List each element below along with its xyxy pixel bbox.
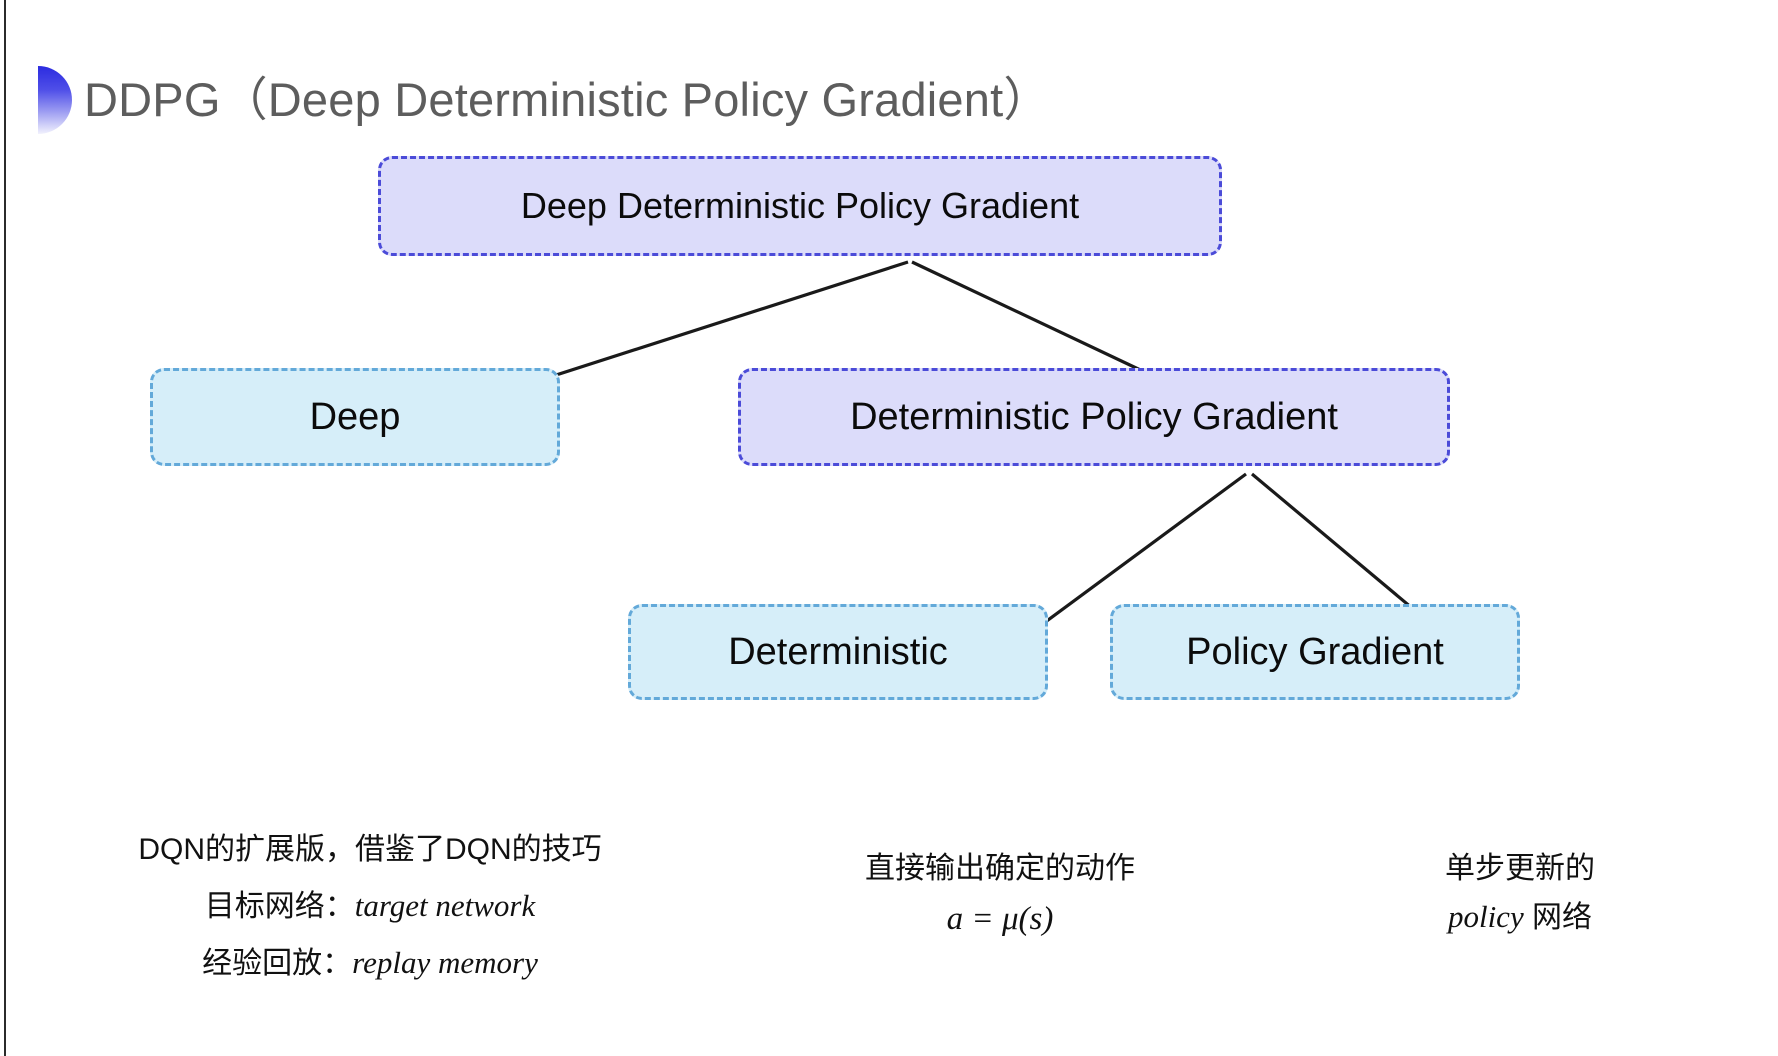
caption-deterministic-line1: 直接输出确定的动作 xyxy=(865,852,1135,885)
node-policy-gradient-label: Policy Gradient xyxy=(1186,631,1444,673)
caption-deep: DQN的扩展版，借鉴了DQN的技巧 目标网络：target network 经验… xyxy=(110,822,630,992)
caption-deep-line2: 目标网络：target network xyxy=(110,878,630,935)
caption-deep-line3-term: replay memory xyxy=(352,945,538,980)
node-deterministic-policy-gradient[interactable]: Deterministic Policy Gradient xyxy=(738,368,1450,466)
caption-policy-gradient-line1: 单步更新的 xyxy=(1445,852,1595,885)
caption-deep-line2-term: target network xyxy=(354,888,536,923)
node-dpg-label: Deterministic Policy Gradient xyxy=(850,396,1338,438)
caption-policy-gradient: 单步更新的 policy 网络 xyxy=(1300,845,1740,942)
node-deterministic-label: Deterministic xyxy=(728,631,948,673)
caption-deep-line1: DQN的扩展版，借鉴了DQN的技巧 xyxy=(138,833,602,866)
node-policy-gradient[interactable]: Policy Gradient xyxy=(1110,604,1520,700)
node-root[interactable]: Deep Deterministic Policy Gradient xyxy=(378,156,1222,256)
caption-deterministic-formula: a = μ(s) xyxy=(946,901,1054,937)
caption-deterministic: 直接输出确定的动作 a = μ(s) xyxy=(700,845,1300,945)
slide-left-edge-rule xyxy=(4,0,6,1056)
node-deep-label: Deep xyxy=(309,396,401,438)
node-root-label: Deep Deterministic Policy Gradient xyxy=(520,185,1080,226)
page-title: DDPG（Deep Deterministic Policy Gradient） xyxy=(84,73,1051,126)
half-circle-gradient-icon xyxy=(38,66,72,134)
caption-deep-line3: 经验回放：replay memory xyxy=(110,935,630,992)
node-deterministic[interactable]: Deterministic xyxy=(628,604,1048,700)
caption-deep-line3-label: 经验回放： xyxy=(202,947,353,980)
caption-policy-gradient-suffix: 网络 xyxy=(1523,901,1593,934)
caption-deep-line2-label: 目标网络： xyxy=(204,890,355,923)
caption-policy-gradient-term: policy xyxy=(1447,899,1524,934)
caption-policy-gradient-line2: policy 网络 xyxy=(1300,893,1740,942)
node-deep[interactable]: Deep xyxy=(150,368,560,466)
